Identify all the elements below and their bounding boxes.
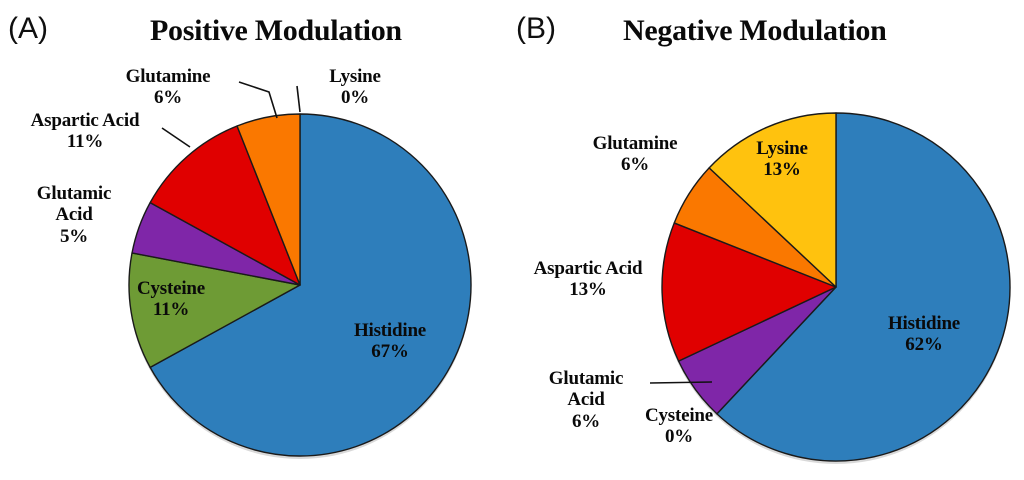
- panel-negative-modulation: (B) Negative Modulation Glutamine 6% Lys…: [512, 0, 1024, 480]
- label-aspartic-acid-b-pct: 13%: [569, 279, 607, 301]
- label-glutamic-acid-b-pct: 6%: [571, 410, 601, 432]
- label-aspartic-acid-b-name: Aspartic Acid: [533, 258, 643, 279]
- label-aspartic-acid-b: Aspartic Acid 13%: [510, 258, 666, 301]
- label-glutamic-acid-a-name2: Acid: [55, 204, 93, 226]
- label-lysine-b: Lysine 13%: [727, 138, 837, 181]
- label-histidine-b-name: Histidine: [887, 313, 961, 334]
- pie-slices-a: [128, 113, 472, 457]
- panel-positive-modulation: (A) Positive Modulation Glutamine 6% Lys…: [8, 12, 472, 459]
- panel-letter-a: (A): [8, 12, 48, 45]
- label-glutamic-acid-a-name: Glutamic: [36, 183, 112, 204]
- label-cysteine-a-pct: 11%: [152, 299, 190, 321]
- pie-slice-histidine[interactable]: [716, 112, 1011, 462]
- label-aspartic-acid-a-pct: 11%: [66, 131, 104, 153]
- label-glutamine-a-name: Glutamine: [125, 66, 211, 87]
- label-histidine-b: Histidine 62%: [864, 313, 984, 356]
- label-histidine-a-pct: 67%: [371, 341, 409, 363]
- pie-slice-aspartic-acid[interactable]: [149, 125, 301, 286]
- label-histidine-a-name: Histidine: [353, 320, 427, 341]
- label-aspartic-acid-a-name: Aspartic Acid: [30, 110, 140, 131]
- label-histidine-a: Histidine 67%: [330, 320, 450, 363]
- label-glutamic-acid-a-pct: 5%: [59, 225, 89, 247]
- label-lysine-a-name: Lysine: [329, 66, 381, 87]
- label-aspartic-acid-a: Aspartic Acid 11%: [10, 110, 160, 153]
- label-cysteine-a: Cysteine 11%: [116, 278, 226, 321]
- label-cysteine-b-name: Cysteine: [644, 405, 714, 426]
- label-cysteine-a-name: Cysteine: [136, 278, 206, 299]
- label-glutamine-b: Glutamine 6%: [560, 133, 710, 176]
- label-lysine-b-name: Lysine: [756, 138, 808, 159]
- pie-slice-lysine[interactable]: [708, 112, 837, 288]
- label-lysine-a-pct: 0%: [340, 87, 370, 109]
- label-glutamine-a-pct: 6%: [153, 87, 183, 109]
- pie-chart-negative-modulation: [661, 112, 1011, 464]
- label-lysine-b-pct: 13%: [763, 159, 801, 181]
- pie-slice-cysteine[interactable]: [128, 252, 301, 369]
- label-glutamic-acid-b-name: Glutamic: [548, 368, 624, 389]
- label-glutamic-acid-b: Glutamic Acid 6%: [524, 368, 648, 432]
- label-glutamine-a: Glutamine 6%: [98, 66, 238, 109]
- pie-slice-aspartic-acid[interactable]: [661, 222, 837, 362]
- panel-title-positive-modulation: Positive Modulation: [150, 14, 402, 47]
- panel-title-negative-modulation: Negative Modulation: [623, 14, 887, 47]
- label-lysine-a: Lysine 0%: [300, 66, 410, 109]
- label-glutamic-acid-a: Glutamic Acid 5%: [14, 183, 134, 247]
- label-cysteine-b-pct: 0%: [664, 426, 694, 448]
- pie-slices-b: [661, 112, 1011, 462]
- pie-slice-histidine[interactable]: [149, 113, 472, 457]
- panel-letter-b: (B): [516, 12, 556, 45]
- label-cysteine-b: Cysteine 0%: [620, 405, 738, 448]
- label-glutamine-b-pct: 6%: [620, 154, 650, 176]
- pie-chart-positive-modulation: [128, 113, 472, 459]
- label-histidine-b-pct: 62%: [905, 334, 943, 356]
- label-glutamic-acid-b-name2: Acid: [567, 389, 605, 411]
- label-glutamine-b-name: Glutamine: [592, 133, 678, 154]
